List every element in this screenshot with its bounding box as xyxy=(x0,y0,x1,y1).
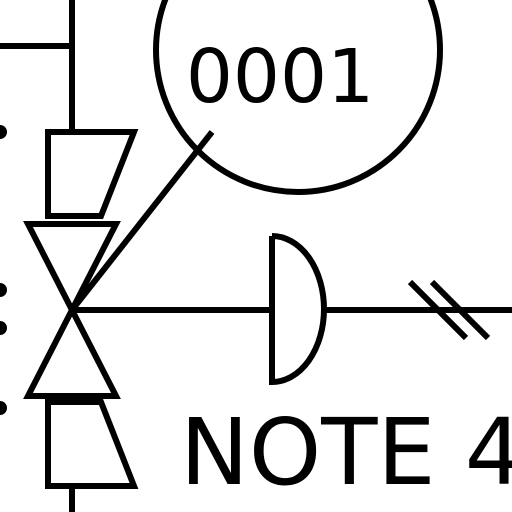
note-label: NOTE 4 xyxy=(180,399,512,506)
connection-dot-3 xyxy=(0,321,7,335)
upper-valve-body xyxy=(45,129,139,219)
diaphragm-actuator xyxy=(269,233,327,386)
connection-dot-4 xyxy=(0,401,7,415)
lower-valve-body xyxy=(45,399,139,489)
connection-dot-2 xyxy=(0,283,7,297)
instrument-tag: 0001 xyxy=(186,34,374,120)
control-valve-bottom-triangle xyxy=(23,303,121,399)
signal-hash-mark-2 xyxy=(429,279,491,341)
instrument-bubble xyxy=(153,0,443,195)
connection-dot-1 xyxy=(0,125,7,139)
signal-hash-mark-1 xyxy=(407,279,469,341)
control-valve-top-triangle xyxy=(23,221,121,317)
leader-line xyxy=(69,130,215,312)
